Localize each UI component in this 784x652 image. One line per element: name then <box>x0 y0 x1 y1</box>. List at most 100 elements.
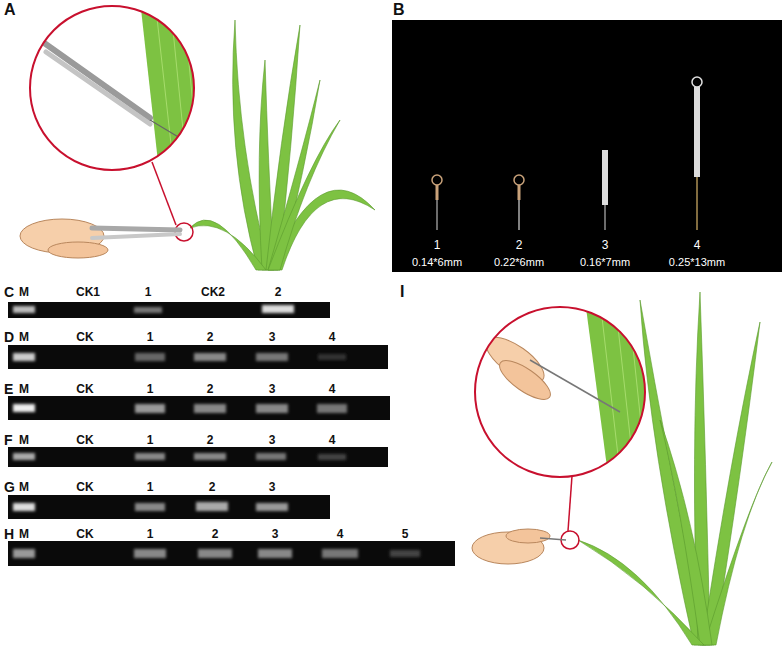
zoom-circle <box>30 6 194 170</box>
leaf <box>704 462 772 645</box>
gel-band <box>13 306 35 313</box>
gel-images <box>8 302 455 566</box>
lane-label: CK2 <box>201 286 225 298</box>
needle-3 <box>602 150 608 230</box>
lane-label: M <box>19 331 29 343</box>
lane-label: M <box>19 434 29 446</box>
lane-label: 3 <box>269 331 276 343</box>
needle-size: 0.25*13mm <box>669 257 725 268</box>
gel-band <box>322 549 358 558</box>
gel-band <box>262 305 294 313</box>
gel-strip <box>8 541 455 566</box>
needle-shaft <box>518 200 519 230</box>
needle-2 <box>514 175 524 230</box>
lane-label: 2 <box>207 331 214 343</box>
hand <box>472 529 566 564</box>
leaf <box>268 120 340 270</box>
leaf-detail <box>140 0 210 180</box>
lane-label: 4 <box>329 383 336 395</box>
needle <box>150 120 180 138</box>
needle-photo-panel: 10.14*6mm20.22*6mm30.16*7mm40.25*13mm <box>392 20 782 272</box>
hand <box>20 219 180 258</box>
tweezers <box>92 228 180 230</box>
gel-strip <box>8 302 330 318</box>
lane-label: 3 <box>269 434 276 446</box>
lane-label: 1 <box>147 434 154 446</box>
needle-4 <box>692 77 702 230</box>
lane-label: CK <box>76 434 93 446</box>
gel-band <box>198 549 232 558</box>
needle-size: 0.14*6mm <box>412 257 462 268</box>
gel-band <box>13 549 35 558</box>
lane-label: M <box>19 528 29 540</box>
needle-shaft <box>437 200 438 230</box>
lane-label: 2 <box>209 481 216 493</box>
gel-strip <box>8 345 388 369</box>
rice-plant <box>578 292 772 645</box>
lane-label: 4 <box>329 331 336 343</box>
lane-label: 2 <box>207 434 214 446</box>
gel-band <box>13 353 35 361</box>
lane-label: 2 <box>275 286 282 298</box>
panel-letter: A <box>4 2 16 18</box>
zoom-circle <box>475 307 645 477</box>
gel-band <box>258 549 292 558</box>
needle-number: 1 <box>434 239 441 251</box>
leaf <box>190 220 266 270</box>
gel-band <box>135 404 165 413</box>
gel-band <box>13 404 35 412</box>
gel-band <box>256 353 288 361</box>
gel-band <box>256 503 288 511</box>
finger <box>48 242 108 258</box>
lane-label: M <box>19 481 29 493</box>
needle-handle <box>694 87 700 177</box>
panel-letter: I <box>400 284 404 300</box>
gel-band <box>196 502 228 511</box>
gel-band <box>390 550 420 557</box>
finger <box>506 529 550 543</box>
needle-shaft <box>605 205 606 230</box>
gel-band <box>194 353 226 361</box>
rice-plant <box>190 20 375 270</box>
needle-photo <box>392 20 782 272</box>
lane-label: 1 <box>145 286 152 298</box>
lane-label: 5 <box>402 528 409 540</box>
needle-number: 2 <box>516 239 523 251</box>
finger <box>494 354 556 406</box>
lane-label: CK <box>76 528 93 540</box>
lane-label: 2 <box>207 383 214 395</box>
zoom-leader <box>568 476 572 531</box>
needle-number: 3 <box>602 239 609 251</box>
lane-label: CK <box>76 481 93 493</box>
tweezers <box>40 40 150 118</box>
lane-label: 2 <box>212 528 219 540</box>
gel-band <box>318 354 346 360</box>
needle-number: 4 <box>694 239 701 251</box>
lane-label: M <box>19 383 29 395</box>
panel-letter: H <box>4 527 14 541</box>
gel-band <box>13 453 35 460</box>
needle-handle <box>602 150 608 205</box>
leaf-detail <box>585 300 660 490</box>
lane-label: 3 <box>269 481 276 493</box>
gel-band <box>13 503 35 511</box>
tweezers <box>92 234 180 238</box>
lane-label: CK <box>76 383 93 395</box>
lane-label: 3 <box>269 383 276 395</box>
gel-band <box>134 549 166 558</box>
panel-letter: B <box>393 2 405 18</box>
panel-letter: E <box>4 382 13 396</box>
needle-handle <box>436 185 439 200</box>
gel-band <box>194 453 226 460</box>
needle-handle <box>518 185 521 200</box>
gel-band <box>256 404 288 413</box>
gel-band <box>256 453 286 460</box>
lane-label: 4 <box>329 434 336 446</box>
zoom-leader <box>152 162 176 225</box>
needle-ring <box>432 175 442 185</box>
gel-strip <box>8 447 388 467</box>
lane-label: 1 <box>147 331 154 343</box>
lane-label: 1 <box>147 528 154 540</box>
gel-band <box>194 404 226 413</box>
gel-band <box>135 453 165 460</box>
